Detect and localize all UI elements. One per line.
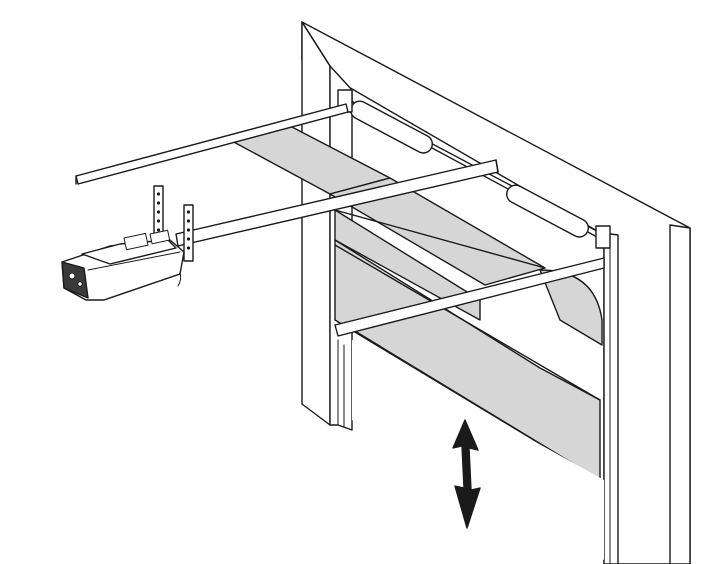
up-down-arrow-icon [452, 419, 481, 529]
opener-rail [175, 159, 605, 337]
motor-unit [61, 229, 185, 301]
horizontal-door-track [75, 103, 349, 185]
